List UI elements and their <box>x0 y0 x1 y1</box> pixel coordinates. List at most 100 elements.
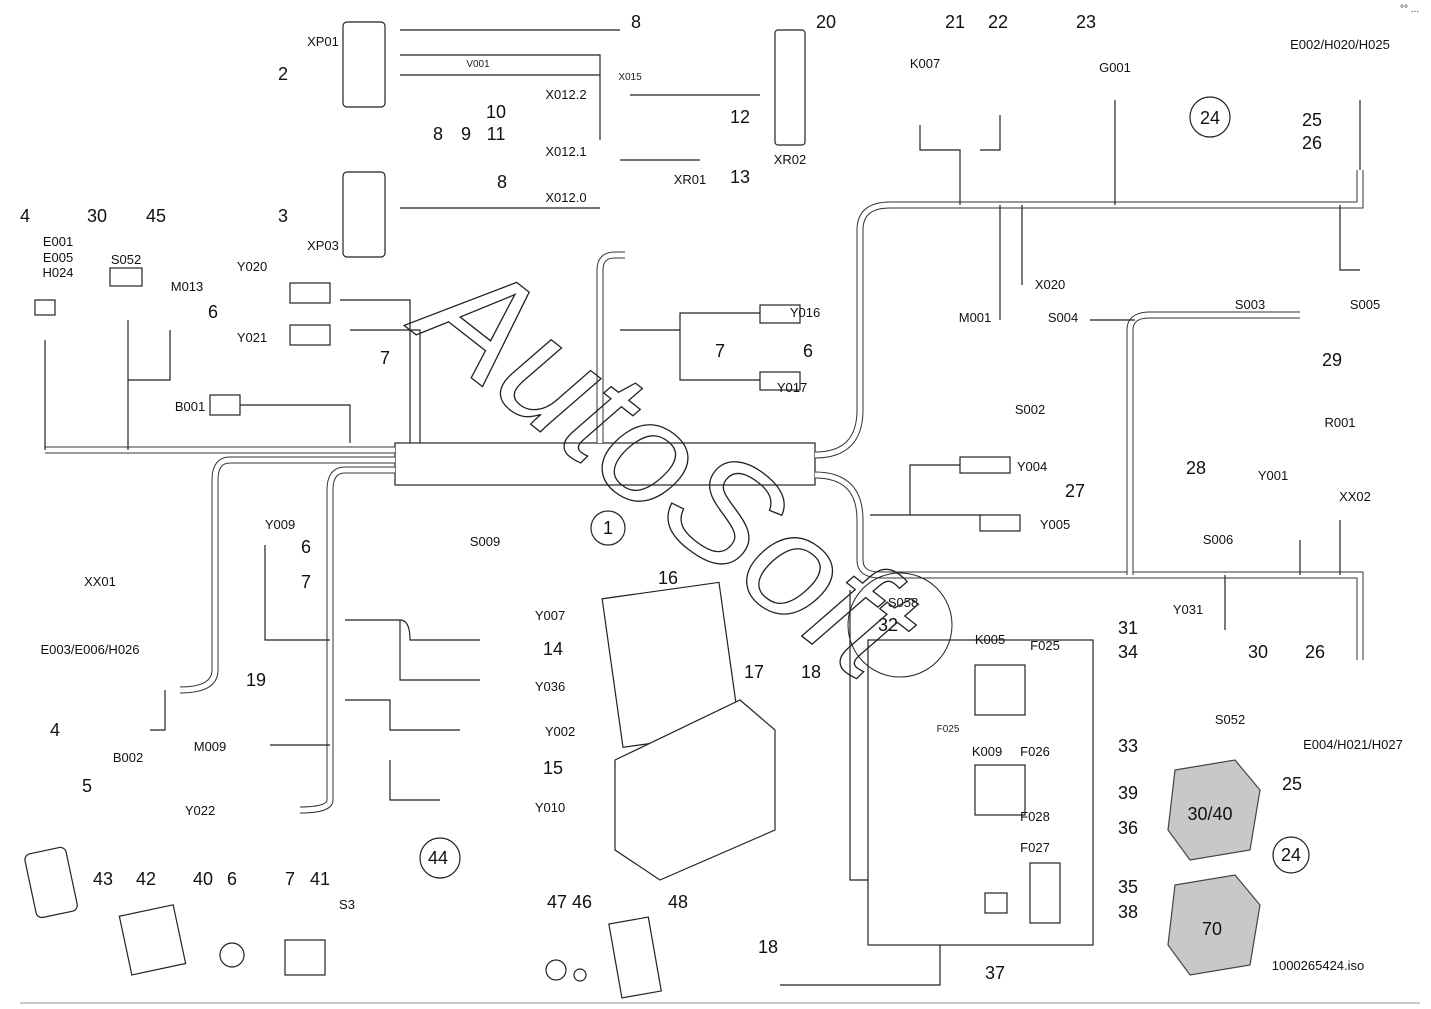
component-code: Y021 <box>237 330 267 345</box>
component-code: S009 <box>470 534 500 549</box>
component-code: S3 <box>339 897 355 912</box>
component-code: F027 <box>1020 840 1050 855</box>
component-code: Y031 <box>1173 602 1203 617</box>
callout-number: 46 <box>572 892 592 912</box>
connector-y004 <box>959 456 1011 474</box>
component-code: E003/E006/H026 <box>40 642 139 657</box>
component-code: Y005 <box>1040 517 1070 532</box>
callout-number: 40 <box>193 869 213 889</box>
callout-circles <box>419 96 1310 879</box>
callout-number: 20 <box>816 12 836 32</box>
callout-number: 47 <box>547 892 567 912</box>
connector-xp03 <box>342 171 386 258</box>
component-code: H024 <box>42 265 73 280</box>
callout-number: 35 <box>1118 877 1138 897</box>
callout-number: 26 <box>1302 133 1322 153</box>
component-code: XP03 <box>307 238 339 253</box>
component-code: S052 <box>1215 712 1245 727</box>
component-code: S005 <box>1350 297 1380 312</box>
component-code: R001 <box>1324 415 1355 430</box>
callout-number: 38 <box>1118 902 1138 922</box>
component-code: E001 <box>43 234 73 249</box>
component-code: F026 <box>1020 744 1050 759</box>
callout-number: 39 <box>1118 783 1138 803</box>
callout-number: 48 <box>668 892 688 912</box>
fuse-f027 <box>1029 862 1061 924</box>
component-code: K005 <box>975 632 1005 647</box>
component-code: M001 <box>959 310 992 325</box>
component-code: Y022 <box>185 803 215 818</box>
callout-number: 18 <box>758 937 778 957</box>
callout-number: 18 <box>801 662 821 682</box>
bolt-47 <box>545 959 567 981</box>
callout-number: 14 <box>543 639 563 659</box>
callout-number: 12 <box>730 107 750 127</box>
callout-number: 2 <box>278 64 288 84</box>
relay-70-label: 70 <box>1202 919 1222 939</box>
relay-k009 <box>974 764 1026 816</box>
callout-number: 11 <box>487 124 506 144</box>
callout-number: 26 <box>1305 642 1325 662</box>
washer-46 <box>573 968 587 982</box>
callout-number: 7 <box>285 869 295 889</box>
component-code: B002 <box>113 750 143 765</box>
callout-number: 32 <box>878 615 898 635</box>
callout-number: 6 <box>803 341 813 361</box>
component-code: XR02 <box>774 152 807 167</box>
component-code: M009 <box>194 739 227 754</box>
component-code: Y007 <box>535 608 565 623</box>
component-code: E002/H020/H025 <box>1290 37 1390 52</box>
component-code: G001 <box>1099 60 1131 75</box>
component-code: Y020 <box>237 259 267 274</box>
component-code: X015 <box>618 72 642 83</box>
callout-number: 30 <box>87 206 107 226</box>
callout-number: 17 <box>744 662 764 682</box>
connector-y016 <box>759 304 801 324</box>
component-code: X012.1 <box>545 144 586 159</box>
connector-b001 <box>209 394 241 416</box>
component-code: S004 <box>1048 310 1078 325</box>
callout-number: 45 <box>146 206 166 226</box>
callout-number: 8 <box>497 172 507 192</box>
callout-number: 28 <box>1186 458 1206 478</box>
callout-number: 7 <box>380 348 390 368</box>
callout-number: 9 <box>461 124 471 144</box>
component-code: Y004 <box>1017 459 1047 474</box>
part-42 <box>118 904 187 976</box>
callout-number: 8 <box>631 12 641 32</box>
callout-number: 7 <box>301 572 311 592</box>
component-code: K007 <box>910 56 940 71</box>
component-code: F028 <box>1020 809 1050 824</box>
callout-number: 19 <box>246 670 266 690</box>
callout-number: 6 <box>208 302 218 322</box>
callout-number: 34 <box>1118 642 1138 662</box>
callout-number: 22 <box>988 12 1008 32</box>
component-code: XR01 <box>674 172 707 187</box>
callout-number: 25 <box>1302 110 1322 130</box>
component-code: Y010 <box>535 800 565 815</box>
connectors <box>24 21 1094 999</box>
callout-number: 24 <box>1200 108 1220 128</box>
callout-number: 44 <box>428 848 448 868</box>
callout-number: 6 <box>301 537 311 557</box>
relay-70 <box>1167 874 1261 976</box>
callout-number: 15 <box>543 758 563 778</box>
component-code: Y001 <box>1258 468 1288 483</box>
corner-mark: °° ... <box>1400 4 1419 15</box>
callout-number: 24 <box>1281 845 1301 865</box>
callout-number: 42 <box>136 869 156 889</box>
relay-k005 <box>974 664 1026 716</box>
callout-number: 21 <box>945 12 965 32</box>
component-code: F025 <box>937 724 960 735</box>
callout-number: 7 <box>715 341 725 361</box>
component-code: S052 <box>111 252 141 267</box>
callout-number: 13 <box>730 167 750 187</box>
callout-number: 10 <box>486 102 506 122</box>
callout-number: 23 <box>1076 12 1096 32</box>
callout-number: 27 <box>1065 481 1085 501</box>
component-code: K009 <box>972 744 1002 759</box>
component-code: X012.2 <box>545 87 586 102</box>
switch-s052 <box>109 267 143 287</box>
